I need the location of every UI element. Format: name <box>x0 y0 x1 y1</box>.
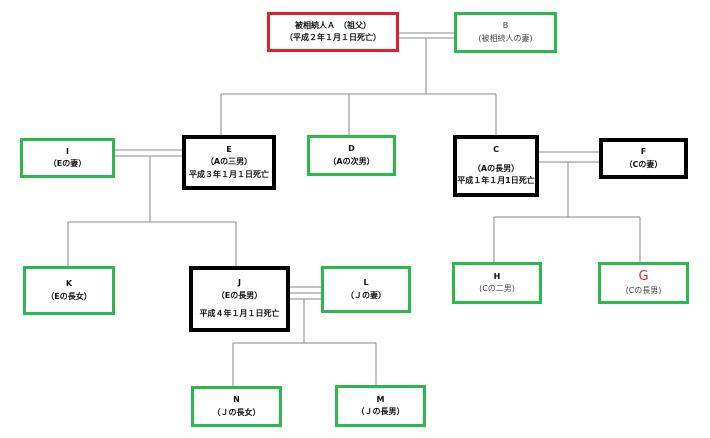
node-k: K （Eの長女） <box>23 266 115 315</box>
node-d-line-2: （Aの次男） <box>328 156 375 166</box>
node-k-line-1: K <box>65 279 73 289</box>
node-g-line-1: G <box>638 269 649 284</box>
node-j: J （Eの長男） 平成４年１月１日死亡 <box>189 266 290 332</box>
node-d: D （Aの次男） <box>307 135 396 176</box>
node-h: H (Cの二男) <box>452 262 542 304</box>
node-m-line-2: （Ｊの長男） <box>356 407 405 416</box>
node-m: M （Ｊの長男） <box>335 385 426 427</box>
node-g-line-2: (Cの長男) <box>625 285 662 295</box>
node-e-line-1: E <box>226 144 232 154</box>
node-a: 被相続人Ａ （祖父） （平成２年１月１日死亡） <box>267 12 399 52</box>
node-a-line-1: 被相続人Ａ （祖父） <box>295 20 371 30</box>
node-b-line-2: (被相続人の妻) <box>478 33 533 43</box>
node-l-line-1: L <box>363 278 369 288</box>
node-h-line-1: H <box>493 271 501 281</box>
node-c-line-2: （Aの長男） <box>472 163 520 173</box>
node-f: F （Cの妻） <box>599 138 688 179</box>
node-k-line-2: （Eの長女） <box>46 291 92 301</box>
node-j-line-1: J <box>238 278 241 288</box>
node-f-line-1: F <box>640 147 647 157</box>
node-c-line-1: C <box>493 145 499 155</box>
node-i-line-2: （Eの妻） <box>48 159 87 168</box>
node-b: B (被相続人の妻) <box>454 12 557 53</box>
node-i-line-1: I <box>66 146 69 156</box>
node-h-line-2: (Cの二男) <box>479 284 515 293</box>
node-n-line-1: N <box>233 395 240 405</box>
node-e-line-2: （Aの三男） <box>205 157 253 167</box>
node-g: G (Cの長男) <box>598 262 689 304</box>
node-l-line-2: （Ｊの妻） <box>346 290 386 300</box>
node-n: N （Ｊの長女） <box>191 386 282 427</box>
node-n-line-2: （Ｊの長女） <box>212 407 261 417</box>
node-e-line-3: 平成３年１月１日死亡 <box>189 169 269 179</box>
node-a-line-2: （平成２年１月１日死亡） <box>285 33 381 42</box>
node-c: C （Aの長男） 平成１年１月1日死亡 <box>453 135 539 197</box>
node-c-line-3: 平成１年１月1日死亡 <box>457 176 535 186</box>
node-m-line-1: M <box>376 394 385 404</box>
node-b-line-1: B <box>502 21 509 31</box>
node-l: L （Ｊの妻） <box>321 266 411 313</box>
node-j-line-2: （Eの長男） <box>216 290 263 300</box>
node-f-line-2: （Cの妻） <box>624 159 663 169</box>
node-i: I （Eの妻） <box>20 138 115 178</box>
node-d-line-1: D <box>348 144 355 154</box>
node-j-line-3: 平成４年１月１日死亡 <box>199 309 280 319</box>
node-e: E （Aの三男） 平成３年１月１日死亡 <box>182 135 276 190</box>
